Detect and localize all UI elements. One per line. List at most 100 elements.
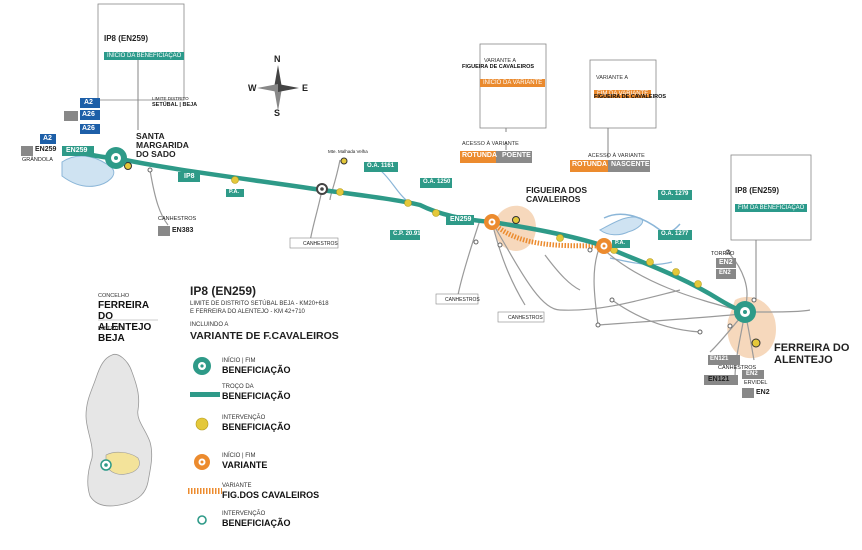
end-marker bbox=[734, 301, 756, 323]
distrito-label: DISTRITO bbox=[98, 326, 124, 332]
nascente-label: ACESSO À VARIANTE bbox=[588, 153, 645, 159]
compass-icon bbox=[257, 65, 299, 111]
legend-title: IP8 (EN259) bbox=[190, 284, 257, 298]
callout-variant-start-title1: VARIANTE A bbox=[484, 58, 516, 64]
oa1-label: O.A. bbox=[367, 163, 380, 169]
place-grandola: GRÂNDOLA bbox=[22, 157, 53, 163]
place-setubal-beja: SETÚBAL | BEJA bbox=[152, 102, 198, 108]
water-lake bbox=[599, 216, 644, 236]
oa2-label: O.A. bbox=[423, 179, 436, 185]
callout-end-title: IP8 (EN259) bbox=[735, 186, 780, 195]
callout-variant-end-title2: FIGUEIRA DE CAVALEIROS bbox=[594, 94, 667, 100]
legend-desc2: E FERREIRA DO ALENTEJO - KM 42+710 bbox=[190, 309, 305, 315]
oa3-label: O.A. bbox=[661, 191, 674, 197]
legend-item2-label: BENEFICIAÇÃO bbox=[222, 391, 291, 401]
place-canhestros-4: CANHESTROS bbox=[445, 297, 480, 303]
place-canhestros-3: CANHESTROS bbox=[303, 241, 338, 247]
legend-item4-label: VARIANTE bbox=[222, 460, 268, 470]
road-a2-1: A2 bbox=[84, 99, 93, 106]
callout-start-tag-text: INÍCIO DA BENEFICIAÇÃO bbox=[104, 52, 185, 60]
legend-item4-sub: INÍCIO | FIM bbox=[222, 453, 256, 459]
place-ervidel: ERVIDEL bbox=[744, 380, 768, 386]
place-canhestros-5: CANHESTROS bbox=[508, 315, 543, 321]
legend-item3-sub: INTERVENÇÃO bbox=[222, 415, 266, 421]
place-torrao: TORRÃO bbox=[711, 251, 735, 257]
compass-w: W bbox=[248, 83, 257, 93]
road-a2-2: A2 bbox=[43, 135, 52, 142]
start-marker bbox=[105, 147, 127, 169]
oa4-value: 1277 bbox=[675, 231, 689, 237]
callout-start-title: IP8 (EN259) bbox=[104, 34, 149, 43]
oa2: O.A. 1250 bbox=[423, 179, 450, 185]
shields bbox=[21, 98, 764, 398]
variant-start-marker bbox=[484, 214, 500, 230]
callout-start-tag: INÍCIO DA BENEFICIAÇÃO bbox=[104, 44, 185, 62]
pa-1: P.A. bbox=[229, 189, 239, 195]
intervention-dots bbox=[231, 176, 702, 288]
road-en2-1: EN2 bbox=[719, 259, 733, 266]
distrito-value: BEJA bbox=[98, 333, 125, 344]
callout-variant-start-tag-text: INÍCIO DA VARIANTE bbox=[480, 79, 546, 87]
variant-end-marker bbox=[596, 238, 612, 254]
legend-desc1: LIMITE DE DISTRITO SETÚBAL BEJA - KM20+6… bbox=[190, 301, 329, 307]
santa-margarida-dot bbox=[124, 162, 132, 170]
place-ferreira: FERREIRA DO ALENTEJO bbox=[774, 342, 850, 366]
legend-item5-sub: VARIANTE bbox=[222, 483, 252, 489]
oa2-value: 1250 bbox=[437, 179, 451, 185]
road-en383: EN383 bbox=[172, 227, 194, 234]
water-reservoir bbox=[61, 155, 115, 187]
compass-s: S bbox=[274, 108, 281, 118]
road-en259-fig: EN259 bbox=[450, 216, 472, 223]
place-santa-margarida: SANTA MARGARIDA DO SADO bbox=[136, 131, 189, 159]
callout-variant-start-tag: INÍCIO DA VARIANTE bbox=[480, 71, 546, 89]
road-ip8: IP8 bbox=[184, 173, 195, 180]
legend-variant: VARIANTE DE F.CAVALEIROS bbox=[190, 330, 339, 342]
place-canhestros-2: CANHESTROS bbox=[718, 365, 757, 371]
mte-malhada-dot bbox=[340, 157, 348, 165]
road-a26-1: A26 bbox=[82, 111, 95, 118]
secondary-roads bbox=[149, 159, 811, 379]
oa3: O.A. 1279 bbox=[661, 191, 688, 197]
callout-variant-start-title2: FIGUEIRA DE CAVALEIROS bbox=[462, 64, 535, 70]
callout-end-tag: FIM DA BENEFICIAÇÃO bbox=[735, 196, 808, 214]
pa-2: P.A. bbox=[615, 240, 625, 246]
place-figueira: FIGUEIRA DOS CAVALEIROS bbox=[526, 185, 588, 204]
callout-variant-end-tag: FIM DA VARIANTE bbox=[594, 82, 652, 100]
road-en259-route: EN259 bbox=[66, 147, 88, 154]
place-canhestros-1: CANHESTROS bbox=[158, 216, 197, 222]
road-en259-left: EN259 bbox=[35, 146, 57, 153]
junction-nodes bbox=[147, 167, 757, 335]
place-limite: LIMITE DISTRITO bbox=[152, 96, 189, 101]
poente-a: ROTUNDA bbox=[462, 152, 497, 159]
callout-end-tag-text: FIM DA BENEFICIAÇÃO bbox=[735, 204, 808, 212]
nascente-b: NASCENTE bbox=[611, 161, 650, 168]
road-en2-3: EN2 bbox=[746, 371, 758, 377]
ferreira-dot bbox=[751, 338, 761, 348]
legend-item1-sub: INÍCIO | FIM bbox=[222, 358, 256, 364]
road-en121-1: EN121 bbox=[710, 356, 729, 362]
legend-item6-label: BENEFICIAÇÃO bbox=[222, 518, 291, 528]
cp-value: 20.91 bbox=[405, 231, 421, 237]
concelho-value: FERREIRA DO ALENTEJO bbox=[98, 300, 152, 333]
callout-variant-end-title1: VARIANTE A bbox=[596, 75, 628, 81]
oa3-value: 1279 bbox=[675, 191, 689, 197]
oa4: O.A. 1277 bbox=[661, 231, 688, 237]
road-en2-2: EN2 bbox=[719, 270, 731, 276]
legend-item1-label: BENEFICIAÇÃO bbox=[222, 365, 291, 375]
callout-variant-end-tag-text: FIM DA VARIANTE bbox=[594, 90, 652, 98]
legend-item2-sub: TROÇO DA bbox=[222, 384, 254, 390]
main-route bbox=[75, 149, 748, 315]
legend-including: INCLUINDO A bbox=[190, 322, 229, 328]
ferreira-location-marker bbox=[100, 459, 112, 471]
figueira-dot bbox=[512, 216, 520, 224]
concelho-label: CONCELHO bbox=[98, 293, 130, 299]
oa1-value: 1161 bbox=[381, 163, 395, 169]
callout-end-box bbox=[730, 154, 812, 241]
figueira-area bbox=[493, 205, 536, 251]
compass-e: E bbox=[302, 83, 309, 93]
node-322-core bbox=[320, 187, 324, 191]
road-a26-2: A26 bbox=[82, 125, 95, 132]
legend-item6-sub: INTERVENÇÃO bbox=[222, 511, 266, 517]
compass-n: N bbox=[274, 54, 281, 64]
